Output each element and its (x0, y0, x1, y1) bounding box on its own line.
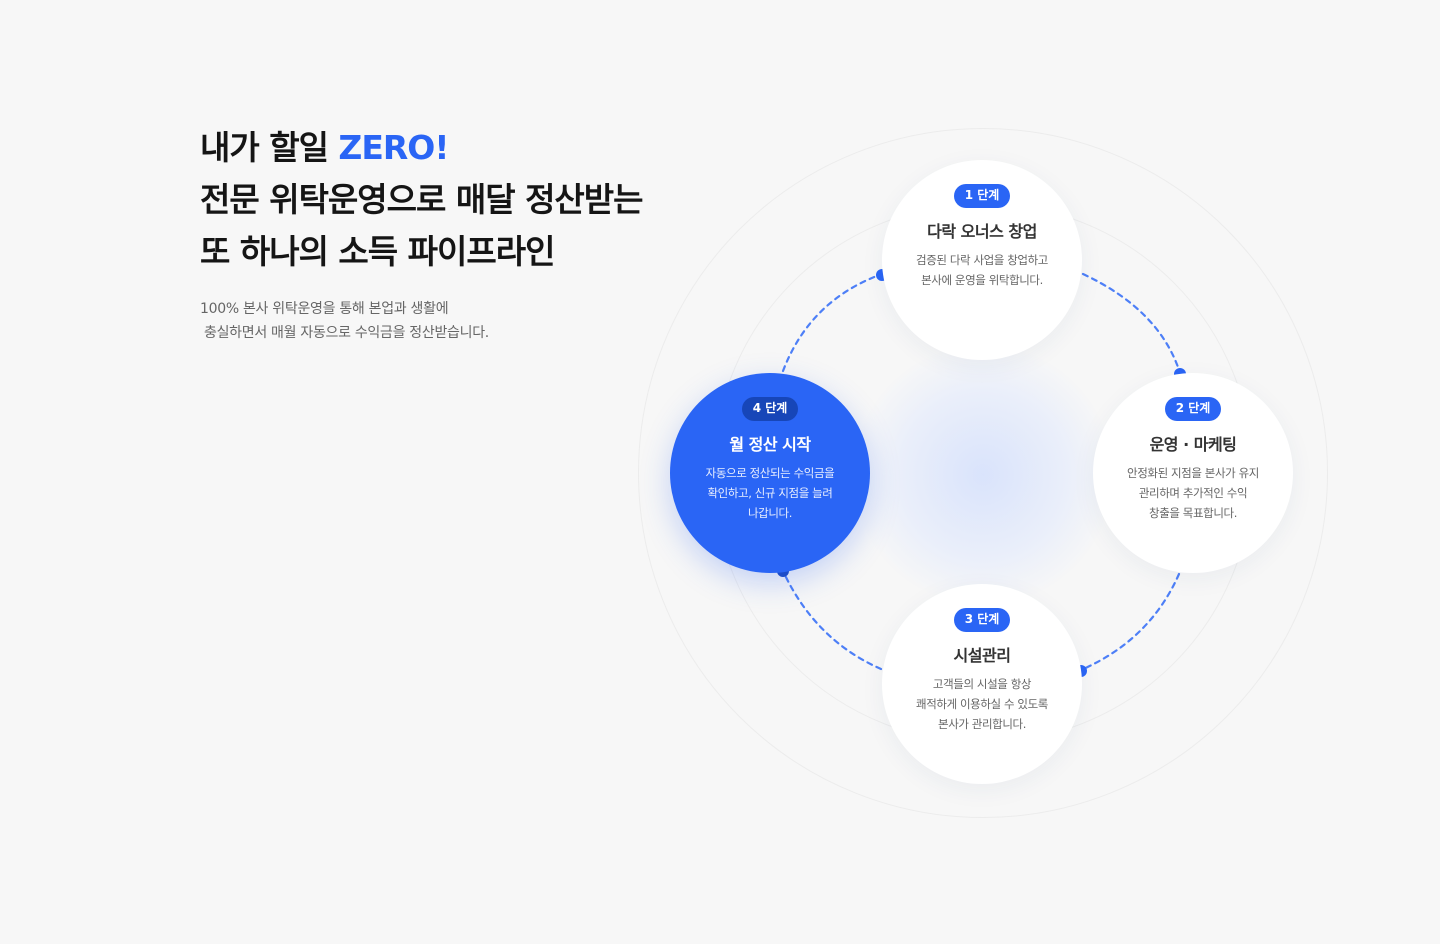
step-1-title: 다락 오너스 창업 (927, 222, 1037, 241)
step-4-line-3: 나갑니다. (748, 506, 792, 520)
center-glow (853, 345, 1113, 605)
step-2-line-2: 관리하며 추가적인 수익 (1138, 486, 1248, 500)
step-3-title: 시설관리 (953, 646, 1011, 665)
headline-line-3: 또 하나의 소득 파이프라인 (200, 232, 555, 271)
step-3-description: 고객들의 시설을 항상 쾌적하게 이용하실 수 있도록 본사가 관리합니다. (882, 674, 1082, 734)
outer-ring (638, 128, 1328, 818)
step-4-line-1: 자동으로 정산되는 수익금을 (705, 466, 835, 480)
step-3-card: 3 단계 시설관리 고객들의 시설을 항상 쾌적하게 이용하실 수 있도록 본사… (882, 584, 1082, 784)
step-4-badge: 4 단계 (741, 397, 799, 421)
step-2-description: 안정화된 지점을 본사가 유지 관리하며 추가적인 수익 창출을 목표합니다. (1093, 463, 1293, 523)
description: 100% 본사 위탁운영을 통해 본업과 생활에 충실하면서 매월 자동으로 수… (200, 297, 489, 345)
step-2-line-3: 창출을 목표합니다. (1149, 506, 1237, 520)
step-4-line-2: 확인하고, 신규 지점을 늘려 (707, 486, 833, 500)
step-3-line-2: 쾌적하게 이용하실 수 있도록 (916, 697, 1048, 711)
description-line-2: 충실하면서 매월 자동으로 수익금을 정산받습니다. (204, 325, 489, 341)
headline-line-2: 전문 위탁운영으로 매달 정산받는 (200, 180, 644, 219)
headline-line-1: 내가 할일 ZERO! (200, 122, 643, 174)
connector-3-4 (781, 569, 883, 671)
step-1-line-1: 검증된 다락 사업을 창업하고 (916, 253, 1048, 267)
step-2-badge: 2 단계 (1164, 397, 1222, 421)
step-3-line-1: 고객들의 시설을 항상 (932, 677, 1032, 691)
step-3-line-3: 본사가 관리합니다. (938, 717, 1026, 731)
step-3-badge: 3 단계 (953, 608, 1011, 632)
step-4-title: 월 정산 시작 (729, 435, 811, 454)
step-2-title: 운영 · 마케팅 (1149, 435, 1237, 454)
connector-4-1 (781, 272, 884, 373)
step-1-badge: 1 단계 (953, 184, 1011, 208)
step-1-line-2: 본사에 운영을 위탁합니다. (921, 273, 1043, 287)
step-4-description: 자동으로 정산되는 수익금을 확인하고, 신규 지점을 늘려 나갑니다. (670, 463, 870, 523)
headline: 내가 할일 ZERO! 전문 위탁운영으로 매달 정산받는 또 하나의 소득 파… (200, 122, 644, 278)
step-1-card: 1 단계 다락 오너스 창업 검증된 다락 사업을 창업하고 본사에 운영을 위… (882, 160, 1082, 360)
connector-2-3 (1079, 572, 1181, 672)
headline-accent: ZERO! (338, 128, 449, 167)
step-4-card: 4 단계 월 정산 시작 자동으로 정산되는 수익금을 확인하고, 신규 지점을… (670, 373, 870, 573)
step-2-line-1: 안정화된 지점을 본사가 유지 (1127, 466, 1259, 480)
step-1-description: 검증된 다락 사업을 창업하고 본사에 운영을 위탁합니다. (882, 250, 1082, 290)
step-2-card: 2 단계 운영 · 마케팅 안정화된 지점을 본사가 유지 관리하며 추가적인 … (1093, 373, 1293, 573)
connector-1-2 (1081, 272, 1182, 375)
description-line-1: 100% 본사 위탁운영을 통해 본업과 생활에 (200, 301, 449, 317)
headline-prefix: 내가 할일 (200, 128, 339, 167)
